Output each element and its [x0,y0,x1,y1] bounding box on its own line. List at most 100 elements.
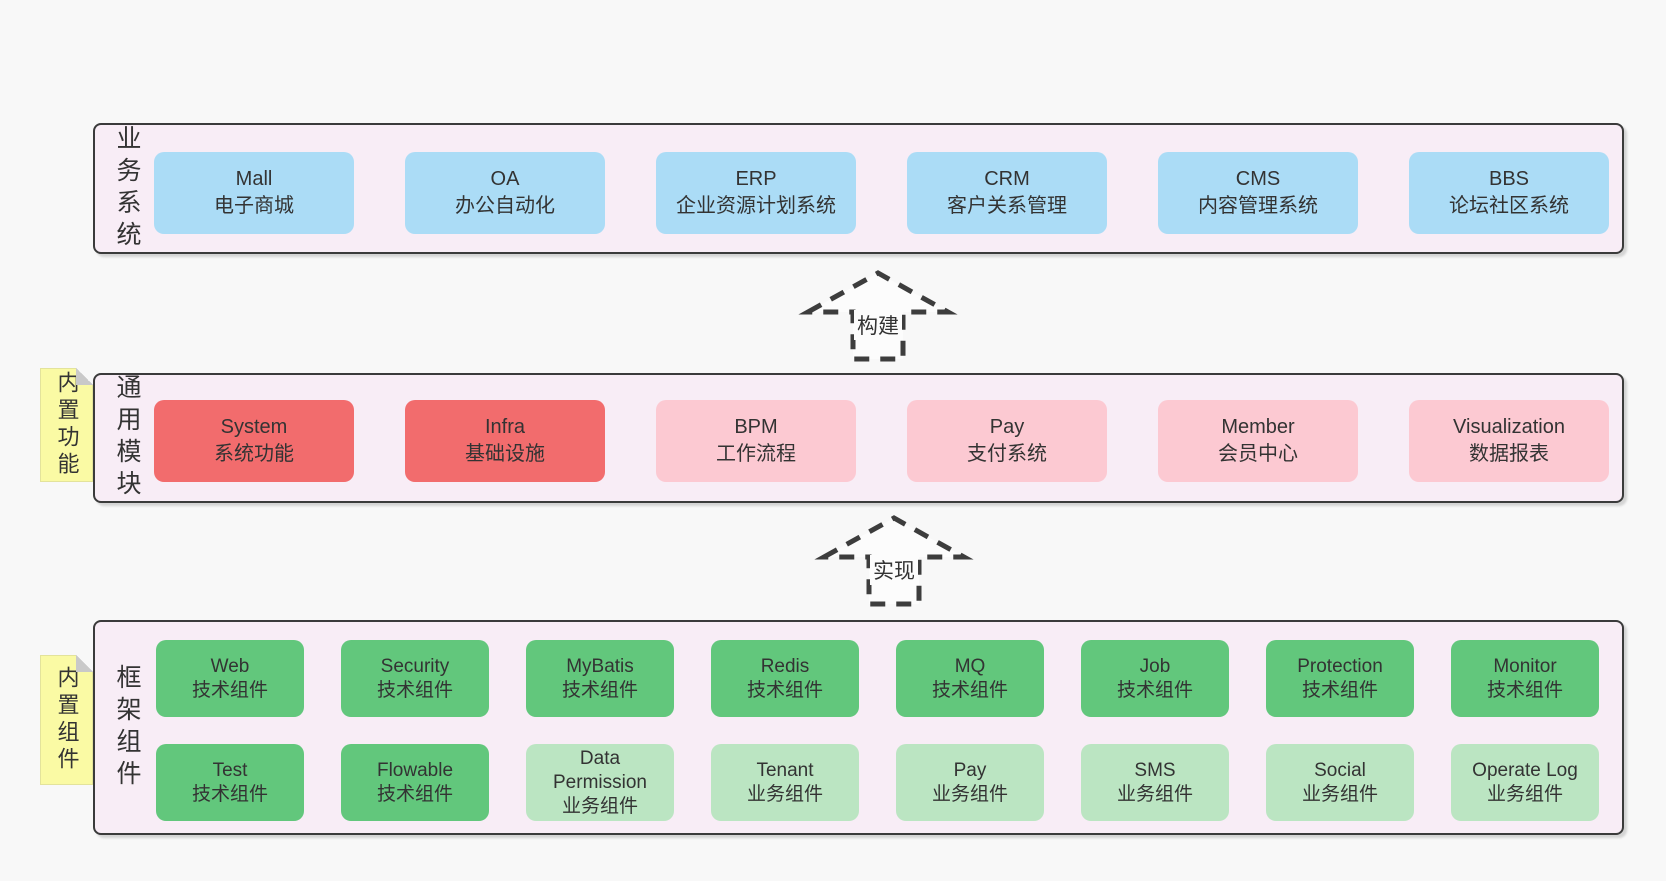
box-mq: MQ 技术组件 [896,640,1044,717]
components-box-row-2: Test 技术组件 Flowable 技术组件 Data Permission … [156,744,1599,821]
box-subtitle: 电子商城 [214,195,294,217]
layer-framework-components: 框架组件 Web 技术组件 Security 技术组件 MyBatis 技术组件… [93,620,1624,835]
box-bbs: BBS 论坛社区系统 [1409,152,1609,234]
box-subtitle: 论坛社区系统 [1449,195,1569,217]
box-social: Social 业务组件 [1266,744,1414,821]
sticky-note-label: 内置组件 [54,666,80,774]
box-pay: Pay 支付系统 [907,400,1107,482]
business-box-row: Mall 电子商城 OA 办公自动化 ERP 企业资源计划系统 CRM 客户关系… [154,152,1609,234]
box-bpm: BPM 工作流程 [656,400,856,482]
box-title: Visualization [1453,416,1565,438]
layer-business-systems: 业务系统 Mall 电子商城 OA 办公自动化 ERP 企业资源计划系统 CRM… [93,123,1624,254]
box-subtitle: 业务组件 [746,783,823,805]
box-pay-component: Pay 业务组件 [896,744,1044,821]
box-title: ERP [735,168,777,190]
box-protection: Protection 技术组件 [1266,640,1414,717]
box-title: Security [380,655,450,677]
box-mybatis: MyBatis 技术组件 [526,640,674,717]
box-title: MyBatis [566,655,634,677]
box-subtitle: 技术组件 [746,679,823,701]
box-subtitle: 基础设施 [465,443,545,465]
box-title: Social [1314,759,1366,781]
layer-label-modules: 通用模块 [113,374,141,502]
sticky-note-built-in-components: 内置组件 [40,655,93,785]
sticky-note-label: 内置功能 [54,371,80,479]
box-title: BPM [734,416,778,438]
box-title: Member [1221,416,1295,438]
box-monitor: Monitor 技术组件 [1451,640,1599,717]
box-subtitle: 业务组件 [931,783,1008,805]
box-web: Web 技术组件 [156,640,304,717]
arrow-label-build: 构建 [854,310,902,340]
box-subtitle: 技术组件 [376,783,453,805]
box-title: Operate Log [1472,759,1578,781]
box-tenant: Tenant 业务组件 [711,744,859,821]
box-title: BBS [1488,168,1530,190]
box-title: Monitor [1493,655,1557,677]
box-subtitle: 工作流程 [716,443,796,465]
box-erp: ERP 企业资源计划系统 [656,152,856,234]
components-box-row-1: Web 技术组件 Security 技术组件 MyBatis 技术组件 Redi… [156,640,1599,717]
box-subtitle: 业务组件 [561,795,638,817]
box-subtitle: 技术组件 [376,679,453,701]
box-visualization: Visualization 数据报表 [1409,400,1609,482]
box-crm: CRM 客户关系管理 [907,152,1107,234]
box-title: Pay [953,759,987,781]
box-test: Test 技术组件 [156,744,304,821]
box-subtitle: 技术组件 [1116,679,1193,701]
up-arrow-implement: 实现 [814,511,974,609]
layer-label-components: 框架组件 [113,663,141,792]
box-mall: Mall 电子商城 [154,152,354,234]
box-subtitle: 客户关系管理 [947,195,1067,217]
box-subtitle: 业务组件 [1116,783,1193,805]
box-title: MQ [954,655,986,677]
box-system: System 系统功能 [154,400,354,482]
box-security: Security 技术组件 [341,640,489,717]
box-operate-log: Operate Log 业务组件 [1451,744,1599,821]
box-subtitle: 技术组件 [1301,679,1378,701]
box-title: Infra [484,416,526,438]
box-subtitle: 内容管理系统 [1198,195,1318,217]
box-title: CMS [1235,168,1281,190]
box-data-permission: Data Permission 业务组件 [526,744,674,821]
box-job: Job 技术组件 [1081,640,1229,717]
box-title: CRM [984,168,1030,190]
box-subtitle: 技术组件 [1486,679,1563,701]
box-redis: Redis 技术组件 [711,640,859,717]
box-oa: OA 办公自动化 [405,152,605,234]
box-subtitle: 支付系统 [967,443,1047,465]
box-member: Member 会员中心 [1158,400,1358,482]
box-subtitle: 技术组件 [931,679,1008,701]
box-subtitle: 办公自动化 [455,195,555,217]
sticky-note-built-in-features: 内置功能 [40,368,93,482]
arrow-label-implement: 实现 [870,555,918,585]
box-title: Tenant [756,759,814,781]
box-title: Test [212,759,248,781]
folded-corner-icon [76,655,93,672]
box-subtitle: 业务组件 [1486,783,1563,805]
folded-corner-icon [76,368,93,385]
box-flowable: Flowable 技术组件 [341,744,489,821]
box-subtitle: 业务组件 [1301,783,1378,805]
box-title: Mall [235,168,273,190]
up-arrow-build: 构建 [798,266,958,364]
box-subtitle: 会员中心 [1218,443,1298,465]
box-infra: Infra 基础设施 [405,400,605,482]
box-title: OA [490,168,520,190]
box-title: Pay [989,416,1025,438]
box-title: SMS [1134,759,1176,781]
box-title: Protection [1297,655,1383,677]
box-title: Data Permission [553,747,647,793]
box-subtitle: 系统功能 [214,443,294,465]
box-title: Job [1139,655,1171,677]
box-subtitle: 企业资源计划系统 [676,195,836,217]
box-title: System [220,416,288,438]
box-title: Redis [760,655,810,677]
box-cms: CMS 内容管理系统 [1158,152,1358,234]
box-subtitle: 技术组件 [561,679,638,701]
box-subtitle: 数据报表 [1469,443,1549,465]
box-subtitle: 技术组件 [191,679,268,701]
box-sms: SMS 业务组件 [1081,744,1229,821]
layer-label-business: 业务系统 [113,124,141,253]
box-subtitle: 技术组件 [191,783,268,805]
